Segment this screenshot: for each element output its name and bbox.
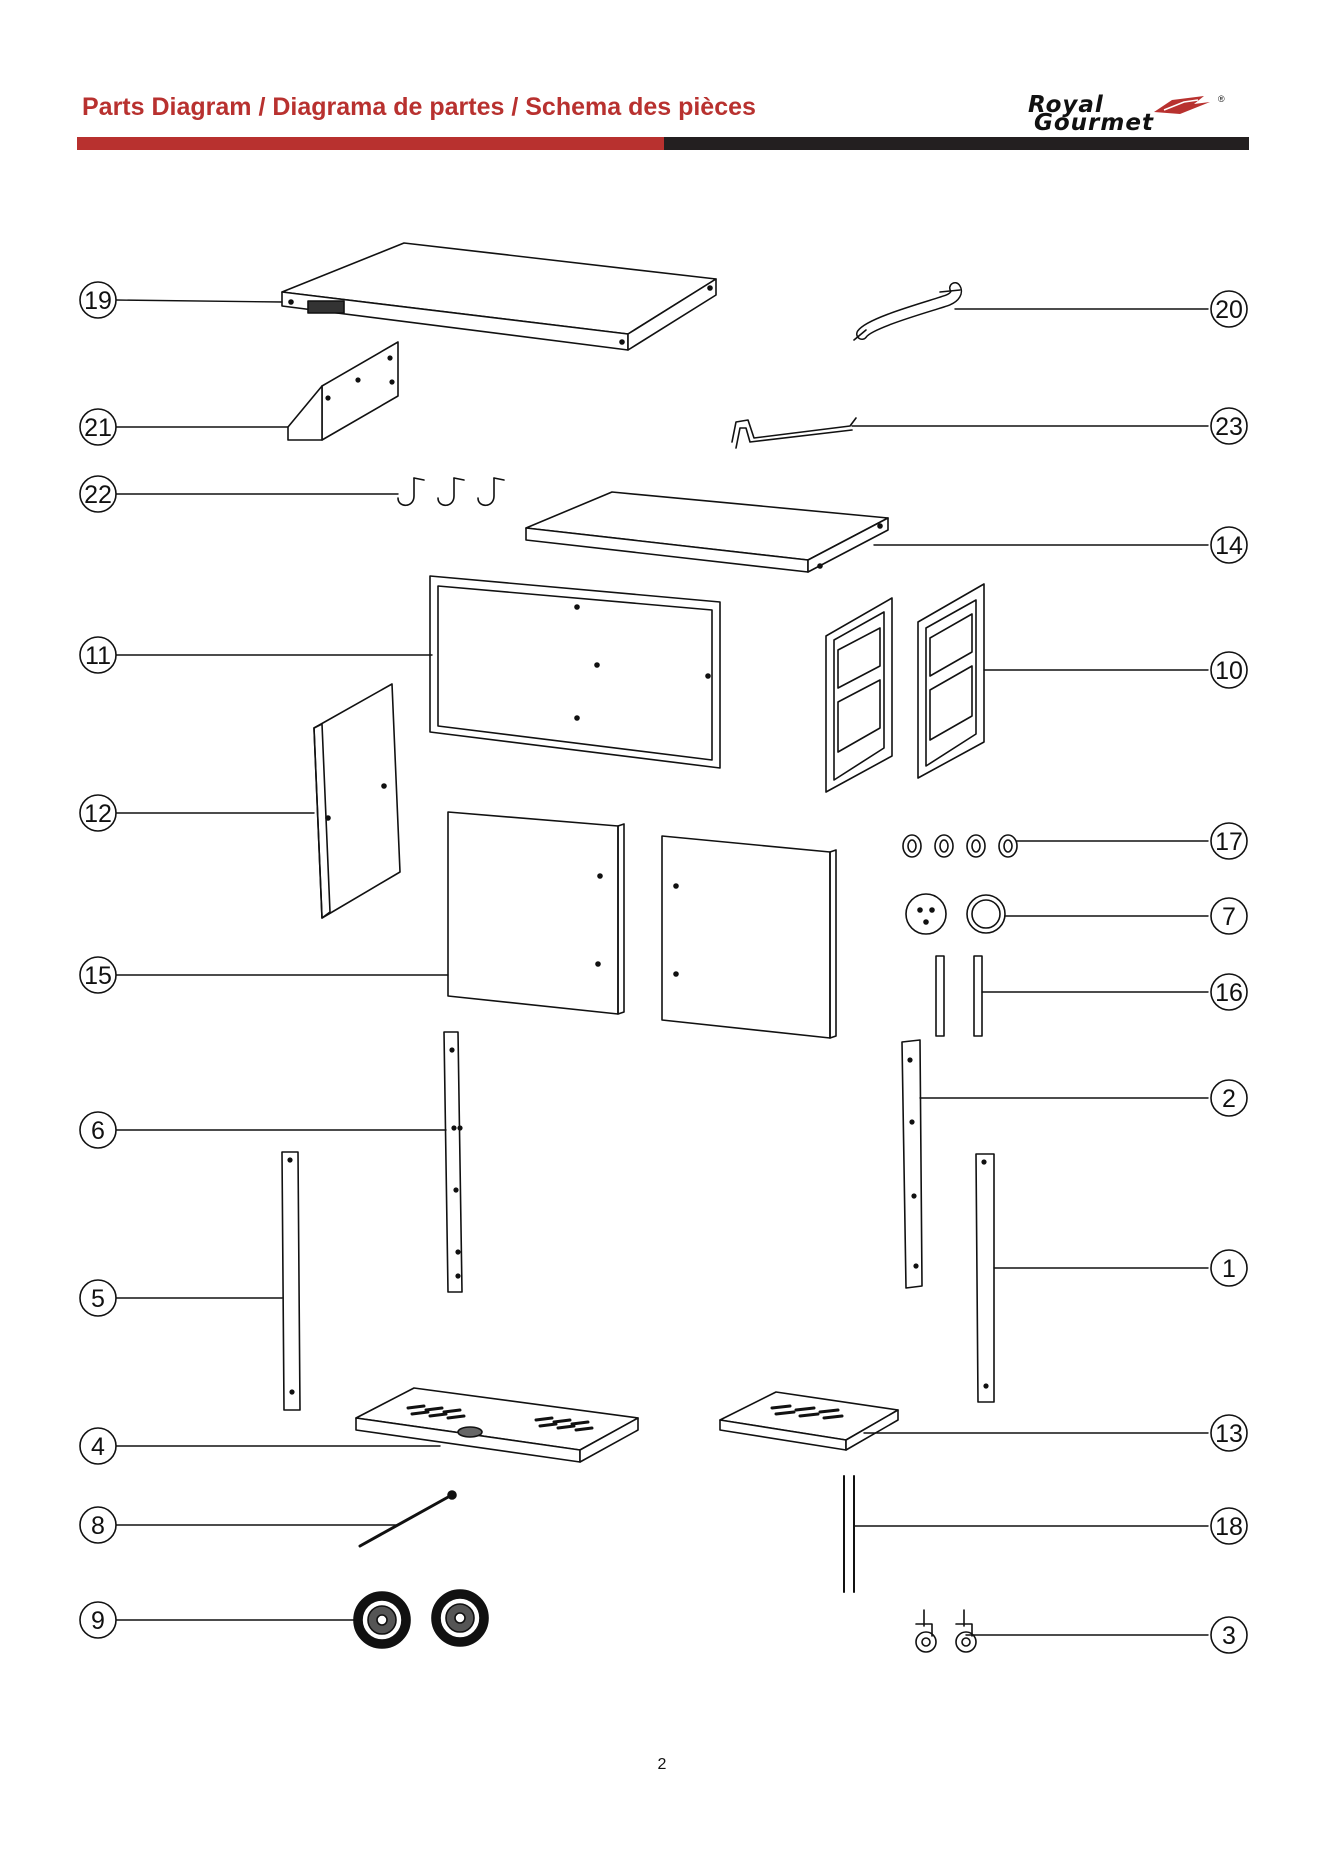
callout-number: 17 (1215, 828, 1243, 856)
callout-1: 1 (1211, 1250, 1247, 1286)
callout-14: 14 (1211, 527, 1247, 563)
callout-22: 22 (80, 476, 116, 512)
part-4-bottom-shelf (356, 1388, 638, 1462)
callout-15: 15 (80, 957, 116, 993)
callout-6: 6 (80, 1112, 116, 1148)
callout-number: 15 (84, 962, 112, 990)
callout-number: 4 (91, 1433, 105, 1461)
part-18-rods (844, 1476, 854, 1592)
callout-7: 7 (1211, 898, 1247, 934)
callout-8: 8 (80, 1507, 116, 1543)
callout-number: 13 (1215, 1420, 1243, 1448)
callout-23: 23 (1211, 408, 1247, 444)
callout-number: 21 (84, 414, 112, 442)
callout-number: 22 (84, 481, 112, 509)
part-23-hook-rod (732, 418, 856, 448)
callout-21: 21 (80, 409, 116, 445)
part-9-wheels (354, 1590, 488, 1648)
callout-16: 16 (1211, 974, 1247, 1010)
callout-number: 2 (1222, 1085, 1236, 1113)
callout-12: 12 (80, 795, 116, 831)
callout-9: 9 (80, 1602, 116, 1638)
part-3-casters (916, 1610, 976, 1652)
callout-11: 11 (80, 637, 116, 673)
part-7-control-ring (906, 894, 1005, 934)
part-2-leg (902, 1040, 922, 1288)
part-6-leg (444, 1032, 462, 1292)
callout-number: 23 (1215, 413, 1243, 441)
part-15-doors (448, 812, 836, 1038)
part-13-small-shelf (720, 1392, 898, 1450)
callout-18: 18 (1211, 1508, 1247, 1544)
part-16-door-handles (936, 956, 982, 1036)
callout-2: 2 (1211, 1080, 1247, 1116)
callout-number: 11 (85, 642, 111, 670)
page-number: 2 (0, 1756, 1324, 1774)
part-19-top-panel (282, 243, 716, 350)
callout-number: 5 (91, 1285, 105, 1313)
callout-4: 4 (80, 1428, 116, 1464)
callout-13: 13 (1211, 1415, 1247, 1451)
part-10-side-panels (826, 584, 984, 792)
part-14-shelf (526, 492, 888, 572)
part-11-back-panel (430, 576, 720, 768)
callout-17: 17 (1211, 823, 1247, 859)
callout-3: 3 (1211, 1617, 1247, 1653)
callout-number: 12 (84, 800, 112, 828)
part-21-side-bracket (288, 342, 398, 440)
callout-number: 8 (91, 1512, 105, 1540)
callout-5: 5 (80, 1280, 116, 1316)
callout-number: 9 (91, 1607, 105, 1635)
leader-19 (116, 300, 282, 302)
callout-number: 18 (1215, 1513, 1243, 1541)
callout-number: 7 (1222, 903, 1236, 931)
part-20-handle (854, 288, 960, 340)
part-5-leg (282, 1152, 300, 1410)
callout-10: 10 (1211, 652, 1247, 688)
callout-number: 14 (1215, 532, 1243, 560)
part-8-axle (360, 1491, 456, 1546)
part-12-left-panel (314, 684, 400, 918)
part-22-hooks (398, 478, 504, 505)
callout-number: 10 (1215, 657, 1243, 685)
callout-number: 3 (1222, 1622, 1236, 1650)
callout-number: 1 (1222, 1255, 1236, 1283)
callout-number: 19 (84, 287, 112, 315)
callout-20: 20 (1211, 291, 1247, 327)
part-17-grommets (903, 835, 1017, 857)
callout-number: 20 (1215, 296, 1243, 324)
callout-19: 19 (80, 282, 116, 318)
callout-number: 16 (1215, 979, 1243, 1007)
part-1-leg (976, 1154, 994, 1402)
callout-number: 6 (91, 1117, 105, 1145)
